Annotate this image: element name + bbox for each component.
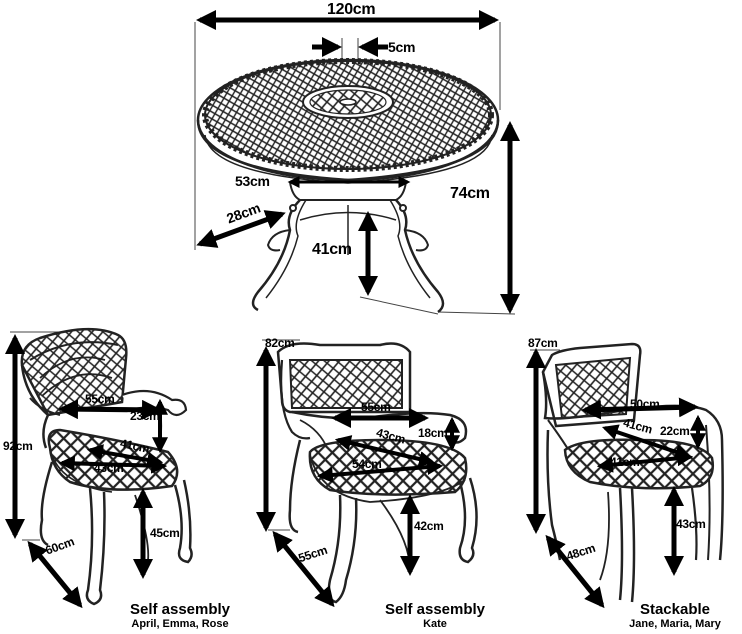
chair-jane-dimension-arrows	[526, 348, 706, 609]
chair-april-caption: Self assembly April, Emma, Rose	[108, 602, 252, 630]
chair-kate-arm-width-label: 55cm	[361, 400, 391, 414]
chair-april-seat-depth-label: 43cm	[94, 461, 124, 475]
table-width-label: 120cm	[327, 1, 376, 18]
chair-kate-names: Kate	[423, 618, 447, 630]
chair-april-seat-height-label: 45cm	[150, 526, 180, 540]
chair-kate-title: Self assembly	[384, 601, 486, 618]
chair-kate-caption: Self assembly Kate	[360, 602, 510, 630]
table-base-width-label: 53cm	[235, 173, 270, 189]
table-height-label: 74cm	[450, 185, 490, 202]
chair-kate-dimension-arrows	[256, 346, 460, 608]
chair-kate-arm-height-label: 18cm	[418, 426, 448, 440]
table-leg-height-label: 41cm	[312, 241, 352, 258]
chair-jane-drawing	[530, 342, 724, 603]
chair-april-names: April, Emma, Rose	[131, 618, 229, 630]
chair-april-dimension-arrows	[5, 334, 168, 609]
chair-jane-seat-height-label: 43cm	[676, 517, 706, 531]
chair-jane-title: Stackable	[639, 601, 711, 618]
chair-april-height-label: 92cm	[3, 439, 33, 453]
chair-kate-seat-height-label: 42cm	[414, 519, 444, 533]
table-drawing	[194, 22, 516, 315]
table-umbrella-hole-label: 5cm	[388, 39, 416, 55]
chair-jane-arm-height-label: 22cm	[660, 424, 690, 438]
chair-jane-caption: Stackable Jane, Maria, Mary	[610, 602, 740, 630]
table-dimension-arrows	[196, 10, 520, 314]
chair-april-drawing	[10, 327, 193, 606]
chair-april-arm-height-label: 23cm	[130, 409, 160, 423]
chair-jane-height-label: 87cm	[528, 336, 558, 350]
chair-april-title: Self assembly	[129, 601, 231, 618]
chair-kate-height-label: 82cm	[265, 336, 295, 350]
chair-jane-arm-width-label: 50cm	[630, 397, 660, 411]
chair-jane-names: Jane, Maria, Mary	[629, 618, 721, 630]
chair-april-arm-width-label: 55cm	[85, 392, 115, 406]
chair-jane-seat-width-label: 41cm	[610, 455, 640, 469]
chair-kate-seat-width-label: 54cm	[352, 457, 382, 471]
